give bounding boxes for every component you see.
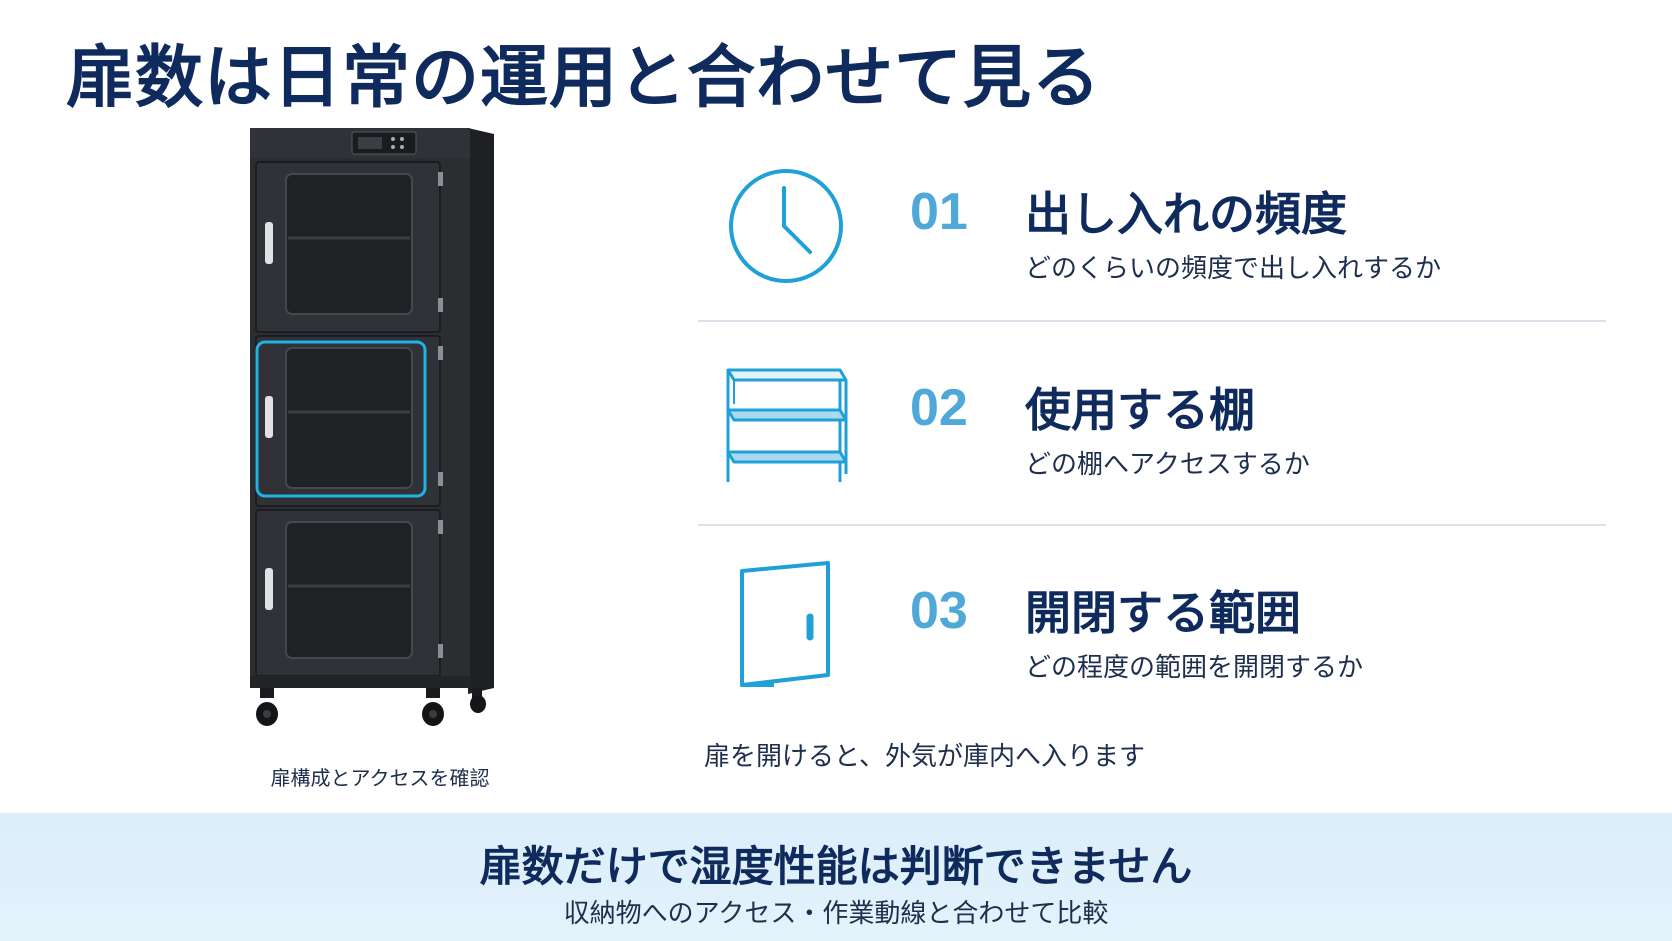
- banner-headline: 扉数だけで湿度性能は判断できません: [479, 842, 1193, 891]
- item-description: どの程度の範囲を開閉するか: [1025, 653, 1364, 683]
- item-description: どの棚へアクセスするか: [1025, 450, 1310, 480]
- divider: [698, 320, 1606, 322]
- cabinet-caption: 扉構成とアクセスを確認: [270, 766, 490, 790]
- list-item-frequency: 01 出し入れの頻度 どのくらいの頻度で出し入れするか: [700, 169, 1606, 356]
- clock-icon: [729, 169, 843, 283]
- list-item-opening-range: 03 開閉する範囲 どの程度の範囲を開閉するか: [700, 561, 1606, 755]
- item-number: 02: [910, 379, 968, 437]
- item-description: どのくらいの頻度で出し入れするか: [1025, 254, 1442, 284]
- divider: [698, 524, 1606, 526]
- summary-banner: 扉数だけで湿度性能は判断できません 収納物へのアクセス・作業動線と合わせて比較: [0, 813, 1672, 941]
- item-number: 01: [910, 183, 968, 241]
- item-title: 開閉する範囲: [1025, 586, 1301, 640]
- door-icon: [740, 561, 830, 687]
- item-title: 出し入れの頻度: [1025, 187, 1347, 241]
- banner-subtext: 収納物へのアクセス・作業動線と合わせて比較: [563, 899, 1109, 929]
- item-number: 03: [910, 582, 968, 640]
- item-title: 使用する棚: [1025, 383, 1255, 437]
- note-text: 扉を開けると、外気が庫内へ入ります: [704, 742, 1145, 772]
- page-title: 扉数は日常の運用と合わせて見る: [66, 39, 1102, 118]
- list-item-shelf: 02 使用する棚 どの棚へアクセスするか: [700, 368, 1606, 552]
- shelf-icon: [726, 368, 848, 482]
- dry-cabinet-image: [250, 128, 494, 726]
